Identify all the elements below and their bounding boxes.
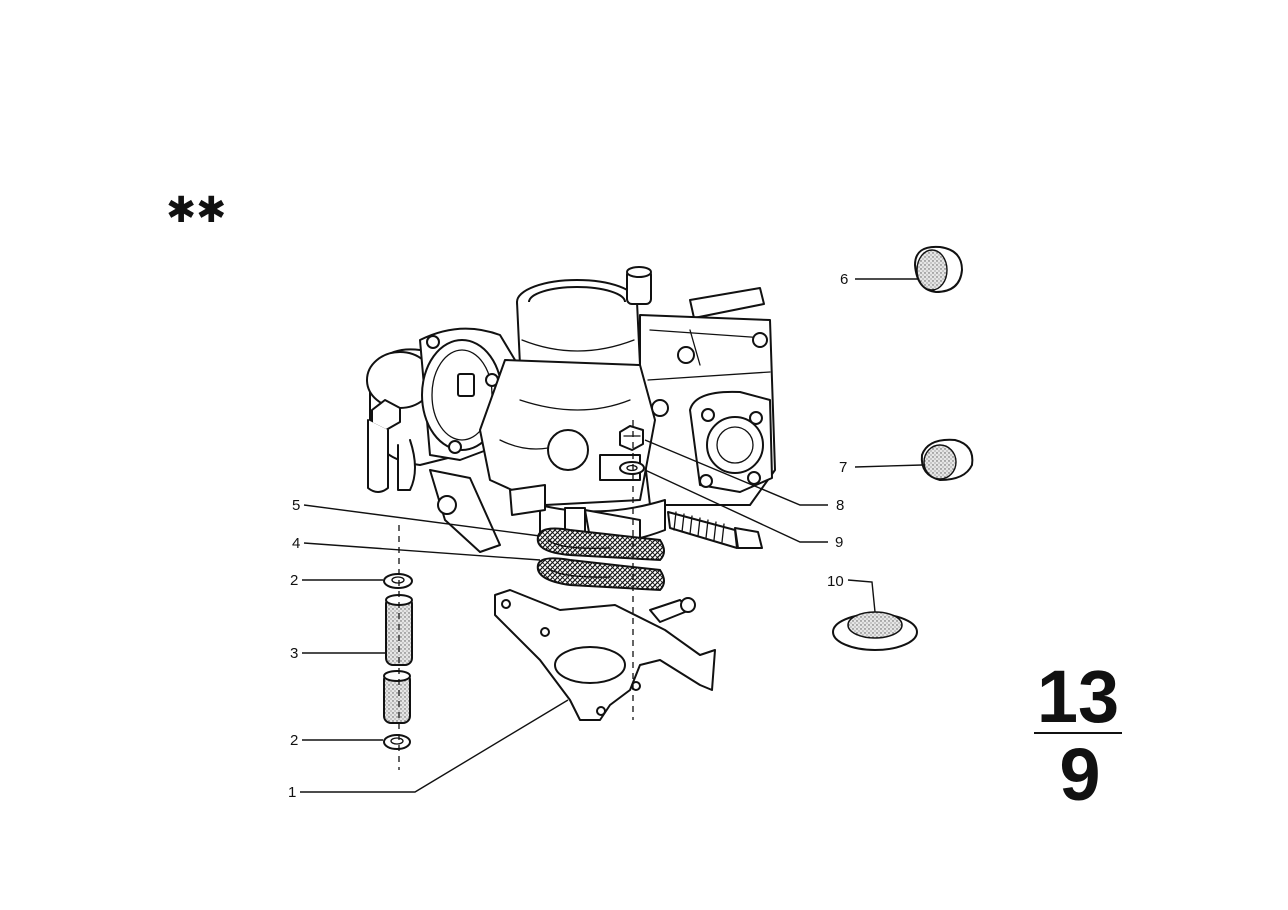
callout-6: 6 <box>840 271 848 288</box>
part-8-nut <box>619 425 644 451</box>
callout-7: 7 <box>839 459 847 476</box>
carburetor-assembly <box>366 266 776 721</box>
callout-10: 10 <box>827 573 844 590</box>
callout-2-bottom: 2 <box>290 732 298 749</box>
callout-5: 5 <box>292 497 300 514</box>
part-2-washer-bottom <box>383 734 411 750</box>
leader-lines <box>300 278 923 793</box>
part-9-washer <box>619 461 645 475</box>
part-6-cap <box>914 245 963 293</box>
callout-9: 9 <box>835 534 843 551</box>
part-7-cap <box>920 438 974 481</box>
part-3-sleeves <box>383 594 413 724</box>
callout-8: 8 <box>836 497 844 514</box>
callout-1: 1 <box>288 784 296 801</box>
callout-3: 3 <box>290 645 298 662</box>
callout-4: 4 <box>292 535 300 552</box>
part-2-washer-top <box>383 573 413 589</box>
marker-stars: ✱✱ <box>166 190 226 231</box>
callout-2-top: 2 <box>290 572 298 589</box>
group-number-main: 13 <box>1037 655 1119 738</box>
group-number-sub: 9 <box>1059 733 1100 816</box>
part-10-plug <box>832 611 918 651</box>
